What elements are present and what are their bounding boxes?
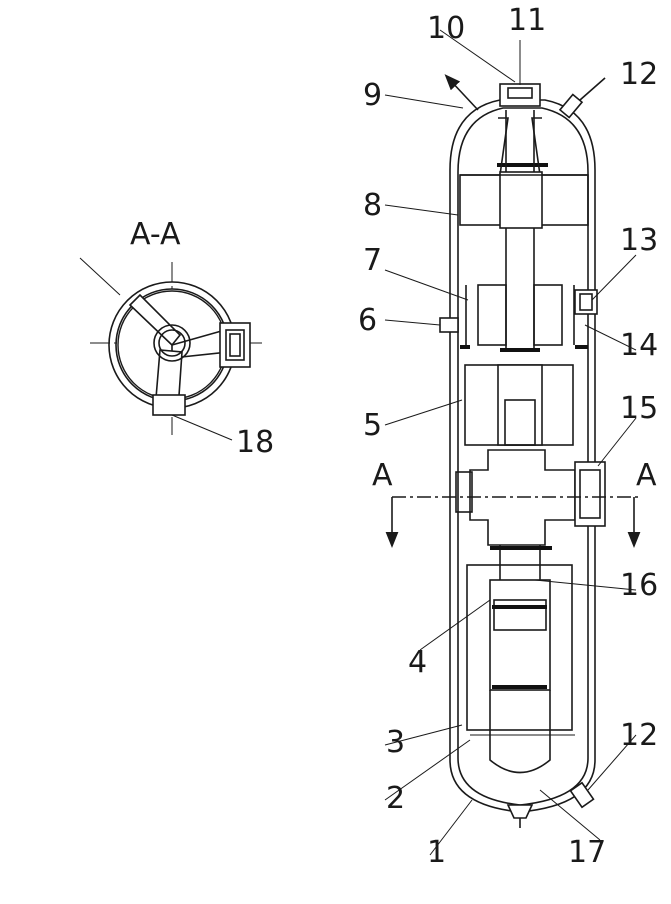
callout-12-bottom: 12: [620, 718, 658, 753]
callout-17: 17: [568, 835, 606, 870]
callout-3: 3: [386, 725, 405, 760]
callout-13: 13: [620, 223, 658, 258]
section-mark-right: A: [636, 458, 657, 493]
callout-8: 8: [363, 188, 382, 223]
callout-9: 9: [363, 78, 382, 113]
vessel-body: [385, 74, 641, 828]
section-title: A-A: [130, 217, 181, 252]
callout-15: 15: [620, 391, 658, 426]
callout-4: 4: [408, 645, 427, 680]
callout-2: 2: [386, 781, 405, 816]
section-view-a-a: A-A 18: [79, 217, 274, 460]
callout-11: 11: [508, 3, 546, 38]
callout-5: 5: [363, 408, 382, 443]
callout-6: 6: [358, 303, 377, 338]
callout-12-top: 12: [620, 57, 658, 92]
callout-16: 16: [620, 568, 658, 603]
callout-18: 18: [236, 425, 274, 460]
callout-1: 1: [427, 835, 446, 870]
callout-14: 14: [620, 328, 658, 363]
callout-labels: 1 2 3 4 5 6 7 8 9 10 11 12 12 13 14 15 1…: [358, 3, 658, 870]
callout-7: 7: [363, 243, 382, 278]
section-mark-left: A: [372, 458, 393, 493]
callout-10: 10: [427, 11, 465, 46]
leader-lines: [384, 29, 637, 856]
